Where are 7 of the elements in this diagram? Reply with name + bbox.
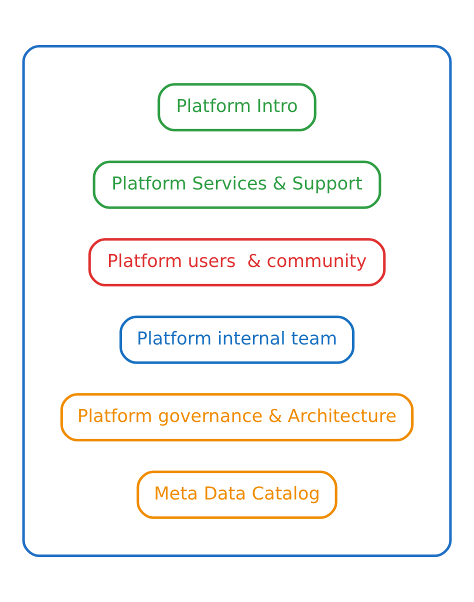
node-box: Platform Intro [158, 83, 316, 132]
node-box: Platform Services & Support [92, 160, 382, 209]
node-box: Platform users & community [88, 238, 386, 286]
node-box: Meta Data Catalog [136, 470, 338, 519]
node-box: Platform internal team [119, 316, 355, 364]
node-box: Platform governance & Architecture [60, 393, 414, 442]
cluster [22, 44, 452, 558]
